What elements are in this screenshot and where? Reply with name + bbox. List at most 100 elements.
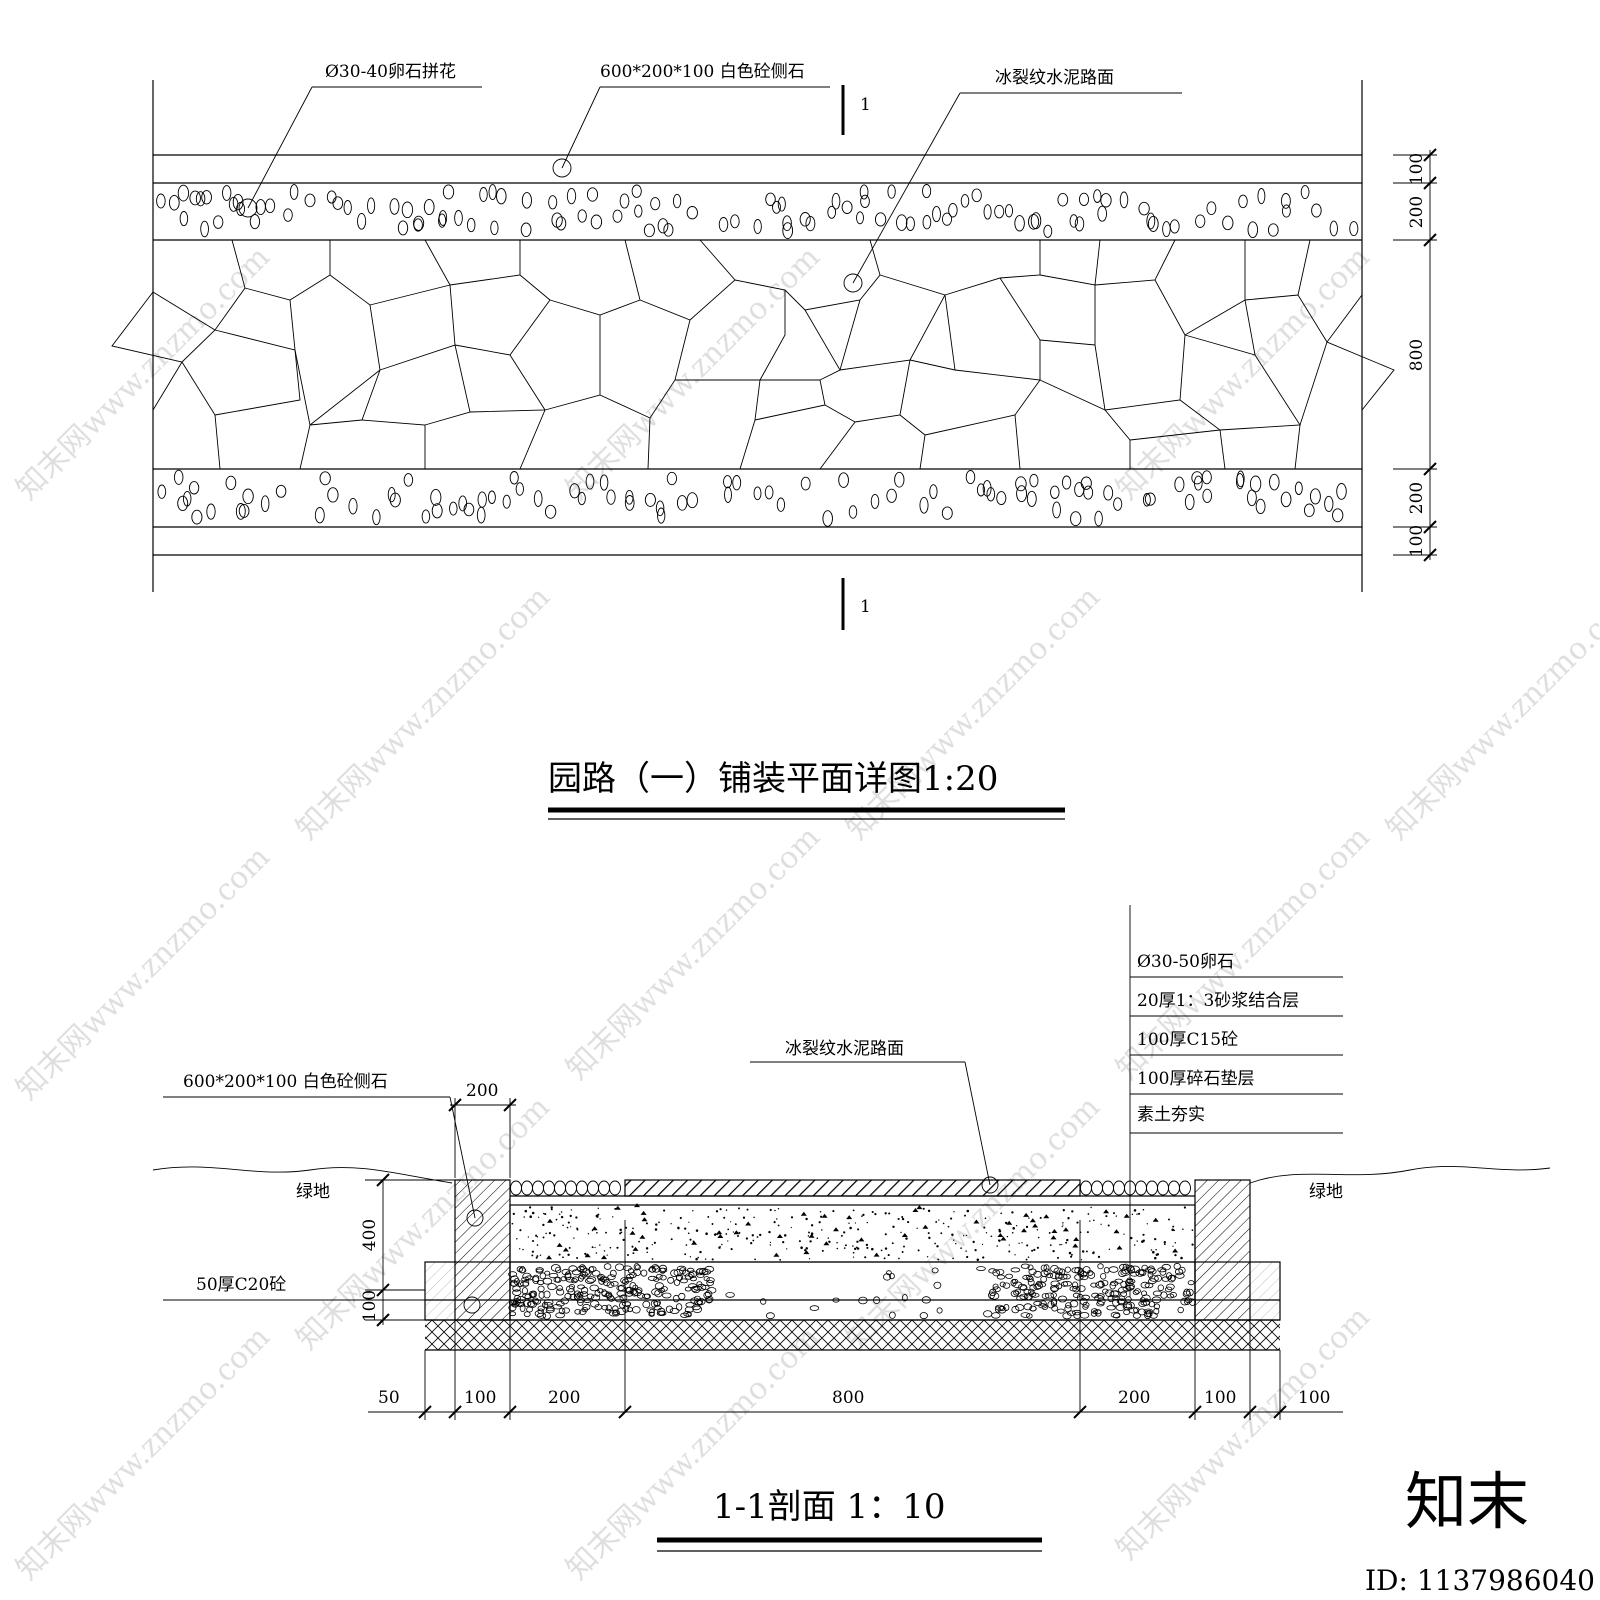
pebble — [458, 495, 468, 512]
pebble — [232, 193, 244, 211]
aggregate-dot — [982, 1256, 985, 1259]
aggregate-dot — [1018, 1242, 1020, 1244]
stone — [605, 1308, 612, 1314]
aggregate-dot — [531, 1211, 535, 1215]
stone — [669, 1307, 680, 1314]
aggregate-dot — [558, 1213, 561, 1215]
pebble — [201, 190, 212, 205]
pebble — [764, 485, 774, 500]
aggregate-mark — [1113, 1229, 1120, 1234]
pebble — [442, 184, 455, 200]
pebble — [941, 212, 953, 226]
pebble — [874, 212, 887, 227]
aggregate-dot — [511, 1222, 514, 1225]
stone — [919, 1312, 928, 1320]
aggregate-mark — [1103, 1209, 1110, 1214]
pebble — [1083, 485, 1094, 500]
aggregate-dot — [897, 1217, 900, 1221]
stone — [1097, 1263, 1104, 1270]
section-bottom-dimension-chain: 50 100 200 800 200 100 100 — [368, 1320, 1343, 1420]
aggregate-mark — [1006, 1220, 1013, 1225]
stone — [560, 1297, 569, 1305]
aggregate-dot — [953, 1211, 955, 1213]
pebble — [983, 204, 992, 220]
pebble — [724, 486, 732, 503]
stone — [685, 1302, 695, 1308]
pebble — [283, 208, 293, 222]
pebble — [624, 495, 635, 511]
aggregate-dot — [1191, 1243, 1194, 1246]
aggregate-dot — [1090, 1206, 1092, 1209]
stone — [659, 1264, 668, 1272]
cobble — [1113, 1180, 1125, 1196]
aggregate-dot — [965, 1250, 967, 1252]
aggregate-dot — [901, 1217, 905, 1221]
stone — [555, 1312, 565, 1319]
aggregate-mark — [716, 1230, 723, 1235]
stone — [686, 1267, 695, 1274]
stone — [523, 1311, 531, 1318]
aggregate-dot — [531, 1254, 534, 1257]
aggregate-dot — [916, 1227, 918, 1230]
pebble — [372, 509, 381, 526]
pebble — [1093, 189, 1102, 203]
aggregate-dot — [758, 1233, 762, 1237]
watermark-logo: 知末 — [1405, 1465, 1529, 1538]
aggregate-dot — [1065, 1241, 1068, 1244]
plan-callout-paving: 冰裂纹水泥路面 — [995, 68, 1114, 88]
section-callout-base: 50厚C20砼 — [196, 1275, 286, 1295]
stone — [1050, 1299, 1058, 1307]
stone — [670, 1269, 679, 1277]
aggregate-dot — [719, 1245, 721, 1248]
pebble — [672, 193, 682, 209]
aggregate-dot — [687, 1232, 690, 1235]
aggregate-dot — [738, 1207, 740, 1210]
section-dim-50: 50 — [378, 1388, 400, 1408]
stone — [518, 1267, 527, 1274]
pebble — [179, 211, 189, 227]
aggregate-mark — [1116, 1245, 1123, 1250]
cobble — [1179, 1180, 1191, 1196]
stone — [989, 1292, 1000, 1300]
stone — [550, 1264, 561, 1272]
pebble — [188, 481, 200, 495]
stone — [1144, 1311, 1152, 1320]
stone — [1166, 1283, 1175, 1291]
stone — [1077, 1285, 1086, 1292]
aggregate-dot — [1097, 1255, 1101, 1259]
stone — [706, 1277, 715, 1283]
pebble — [686, 206, 698, 220]
stone — [643, 1293, 651, 1299]
aggregate-dot — [707, 1215, 710, 1218]
pebble — [348, 497, 358, 515]
aggregate-dot — [1131, 1213, 1134, 1216]
pebble — [590, 214, 603, 230]
stone — [542, 1312, 551, 1320]
stone — [659, 1274, 667, 1281]
aggregate-dot — [622, 1238, 625, 1242]
watermark-text: 知末网www.znzmo.com — [560, 1320, 827, 1587]
watermark-text: 知末网www.znzmo.com — [1110, 240, 1377, 507]
aggregate-dot — [1137, 1212, 1141, 1215]
pebble — [1303, 503, 1315, 518]
aggregate-dot — [616, 1246, 619, 1249]
stone — [1139, 1297, 1146, 1303]
aggregate-dot — [907, 1221, 910, 1224]
pebble — [860, 194, 870, 209]
stone — [1137, 1308, 1147, 1316]
stone — [1134, 1288, 1141, 1294]
stone — [568, 1265, 578, 1272]
stone — [1065, 1302, 1072, 1309]
aggregate-dot — [983, 1226, 986, 1229]
aggregate-mark — [858, 1237, 865, 1242]
aggregate-dot — [809, 1240, 812, 1243]
stone — [584, 1277, 595, 1284]
stone — [1064, 1266, 1071, 1273]
aggregate-dot — [560, 1211, 563, 1213]
pebble — [1119, 191, 1129, 209]
aggregate-dot — [871, 1210, 874, 1214]
pebble — [1257, 188, 1266, 205]
aggregate-dot — [1093, 1219, 1095, 1222]
stone — [1154, 1274, 1162, 1282]
aggregate-dot — [655, 1223, 658, 1226]
